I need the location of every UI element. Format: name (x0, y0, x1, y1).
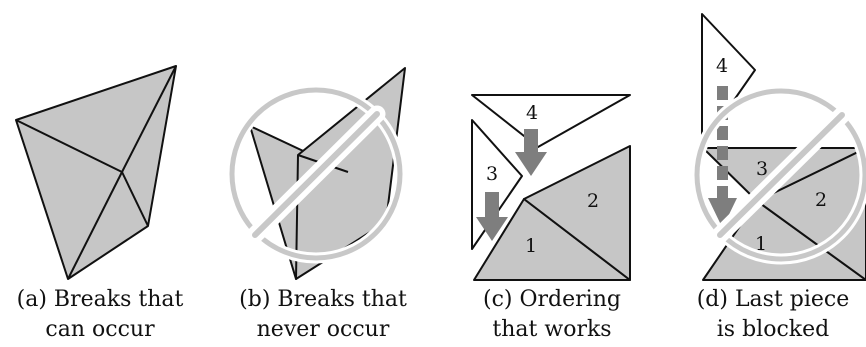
panel-d-labels: 1 2 3 4 (716, 55, 827, 255)
panel-d-label-1: 1 (755, 233, 767, 255)
panel-a-crack (121, 65, 177, 173)
panel-a-crack (15, 119, 123, 173)
caption-panel-c-line1: (c) Ordering (483, 287, 621, 312)
panel-c-label-4: 4 (526, 102, 538, 124)
caption-panel-b: (b) Breaks that never occur (228, 285, 418, 345)
panel-c-piece-4 (471, 94, 631, 148)
panel-c-piece-2 (523, 145, 631, 281)
panel-c-arrows (476, 129, 547, 241)
panel-c-label-1: 1 (525, 235, 537, 257)
caption-panel-b-line1: (b) Breaks that (239, 287, 407, 312)
panel-d-prohibited-icon (691, 85, 866, 265)
caption-panel-a: (a) Breaks that can occur (5, 285, 195, 345)
panel-d-label-2: 2 (815, 189, 827, 211)
panel-d-label-4: 4 (716, 55, 728, 77)
panel-a-crack (67, 171, 123, 280)
panel-c-labels: 1 2 3 4 (486, 102, 599, 257)
panel-c-diagram (471, 94, 631, 281)
caption-panel-d: (d) Last piece is blocked (683, 285, 863, 345)
panel-b-prohibited-icon (226, 84, 406, 264)
caption-panel-c-line2: that works (492, 317, 612, 342)
breakage-figure: 1 2 3 4 1 2 3 4 (15, 13, 866, 281)
caption-panel-c: (c) Ordering that works (457, 285, 647, 345)
panel-d-label-3: 3 (756, 158, 768, 180)
panel-a-diagram (15, 65, 177, 280)
panel-c-arrow-3 (476, 192, 508, 241)
panel-c-arrow-4 (515, 129, 547, 176)
caption-panel-a-line1: (a) Breaks that (16, 287, 184, 312)
panel-c-label-2: 2 (587, 190, 599, 212)
caption-panel-d-line1: (d) Last piece (696, 287, 850, 312)
panel-c-label-3: 3 (486, 163, 498, 185)
caption-panel-a-line2: can occur (45, 317, 155, 342)
caption-panel-d-line2: is blocked (716, 317, 830, 342)
panel-a-crack (121, 171, 149, 227)
panel-a-shape (15, 65, 177, 280)
caption-panel-b-line2: never occur (256, 317, 390, 342)
